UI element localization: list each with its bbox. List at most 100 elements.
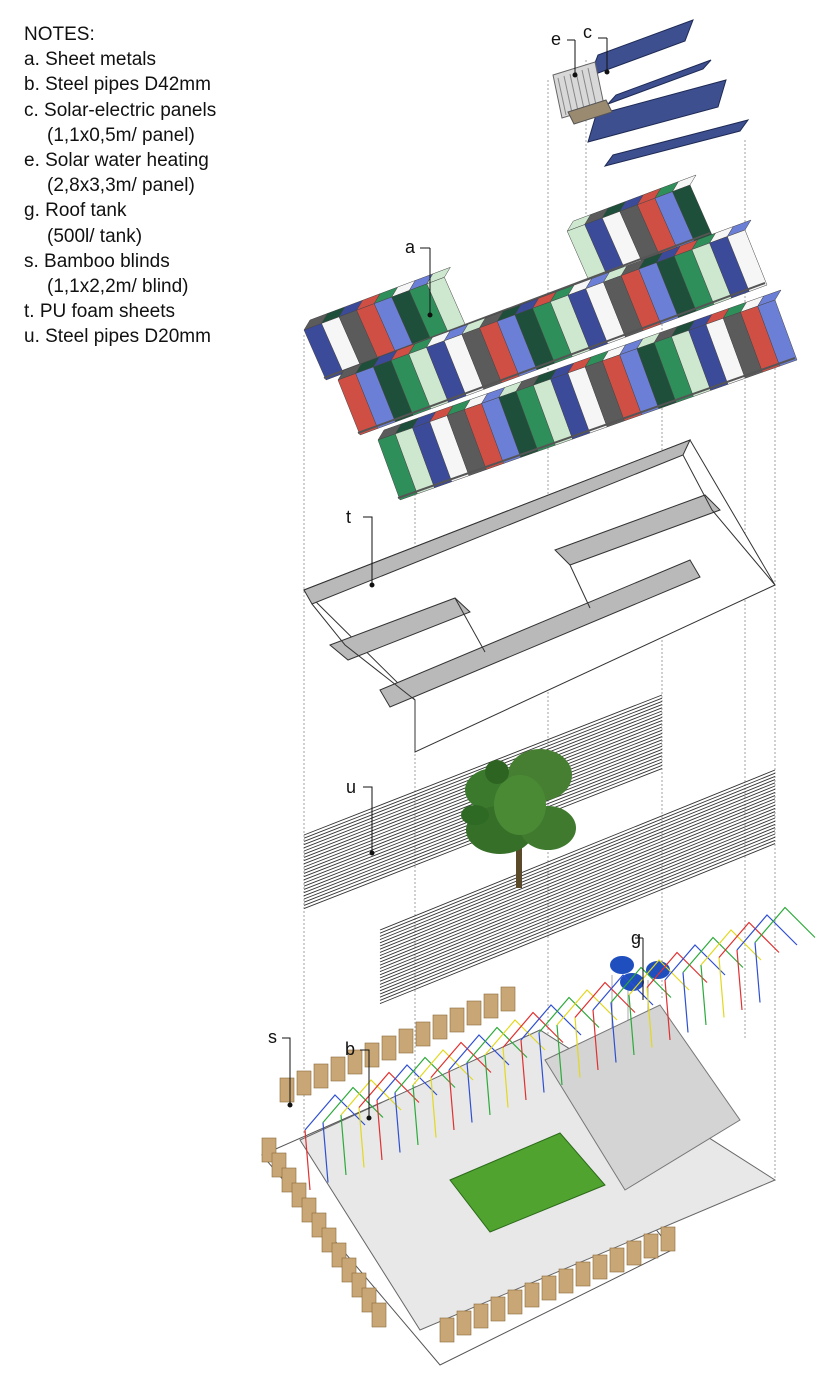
- bamboo-blind: [660, 1226, 676, 1252]
- bamboo-blind: [432, 1014, 448, 1040]
- note-g: g. Roof tank: [24, 200, 127, 222]
- bamboo-blind: [466, 1000, 482, 1026]
- frame-truss: [574, 981, 636, 1018]
- bamboo-blind: [541, 1275, 557, 1301]
- callout-label-s: s: [268, 1027, 277, 1047]
- frame-column: [538, 1032, 545, 1093]
- callout-label-b: b: [345, 1039, 355, 1059]
- bamboo-blind: [456, 1310, 472, 1336]
- roof-sheet: [757, 299, 798, 367]
- frame-column: [304, 1129, 311, 1191]
- frame-truss: [466, 1026, 528, 1063]
- frame-column: [412, 1084, 419, 1146]
- bamboo-blind: [507, 1289, 523, 1315]
- callout-label-t: t: [346, 507, 351, 527]
- bamboo-blind: [398, 1028, 414, 1054]
- batten-pipe: [379, 788, 776, 950]
- frame-truss: [682, 936, 744, 973]
- solar-panel: [607, 59, 712, 105]
- batten-pipe: [379, 801, 776, 963]
- frame-column: [376, 1099, 383, 1161]
- frame-column: [466, 1062, 473, 1123]
- solar-panel: [603, 119, 750, 167]
- roof-gutter: [357, 282, 766, 434]
- frame-column: [358, 1107, 365, 1168]
- bamboo-blind: [524, 1282, 540, 1308]
- bamboo-blind: [296, 1070, 312, 1096]
- batten-pipe: [379, 817, 776, 979]
- frame-truss: [538, 996, 600, 1033]
- batten-pipe: [379, 843, 776, 1005]
- note-s-size: (1,1x2,2m/ blind): [47, 276, 189, 298]
- frame-truss: [556, 989, 618, 1026]
- note-c: c. Solar-electric panels: [24, 99, 217, 121]
- batten-pipe: [379, 798, 776, 960]
- batten-pipe: [379, 769, 776, 931]
- bamboo-blind: [483, 993, 499, 1019]
- batten-pipe: [379, 814, 776, 976]
- bamboo-blind: [473, 1303, 489, 1329]
- bamboo-blind: [330, 1056, 346, 1082]
- callout-label-e: e: [551, 29, 561, 49]
- frame-column: [736, 949, 743, 1011]
- bamboo-blind: [500, 986, 516, 1012]
- frame-column: [700, 964, 707, 1026]
- frame-truss: [754, 906, 816, 943]
- batten-pipe: [379, 823, 776, 985]
- batten-pipe: [379, 791, 776, 953]
- note-s: s. Bamboo blinds: [24, 250, 170, 272]
- frame-truss: [718, 921, 780, 958]
- frame-column: [556, 1024, 563, 1086]
- sheet-metal-roof: [303, 174, 798, 501]
- frame-truss: [376, 1064, 438, 1101]
- frame-truss: [340, 1079, 402, 1116]
- pu-foam-layer: [303, 439, 776, 753]
- bamboo-blind: [449, 1007, 465, 1033]
- frame-truss: [736, 914, 798, 951]
- bamboo-blind: [364, 1042, 380, 1068]
- frame-truss: [520, 1004, 582, 1041]
- frame-column: [592, 1009, 599, 1071]
- courtyard-tree: [461, 749, 576, 888]
- batten-pipe: [379, 811, 776, 973]
- solar-panel: [587, 79, 727, 143]
- frame-truss: [412, 1049, 474, 1086]
- batten-pipe: [379, 820, 776, 982]
- frame-truss: [502, 1011, 564, 1048]
- frame-truss: [700, 929, 762, 966]
- callout-label-g: g: [631, 928, 641, 948]
- frame-column: [322, 1122, 329, 1183]
- solar-panel: [589, 19, 694, 77]
- notes-panel: NOTES: a. Sheet metals b. Steel pipes D4…: [24, 22, 216, 350]
- batten-pipe: [379, 782, 776, 944]
- frame-truss: [628, 959, 690, 996]
- bamboo-blind: [626, 1240, 642, 1266]
- frame-column: [394, 1092, 401, 1153]
- batten-pipe: [379, 795, 776, 957]
- frame-column: [628, 994, 635, 1056]
- batten-pipe: [379, 785, 776, 947]
- frame-column: [610, 1002, 617, 1063]
- batten-pipe: [379, 807, 776, 969]
- batten-pipe: [379, 772, 776, 934]
- bamboo-blind: [609, 1247, 625, 1273]
- bamboo-blind: [415, 1021, 431, 1047]
- bamboo-blind: [592, 1254, 608, 1280]
- frame-column: [682, 972, 689, 1033]
- frame-truss: [394, 1056, 456, 1093]
- roof-sheet: [726, 229, 768, 292]
- frame-column: [646, 987, 653, 1048]
- frame-truss: [430, 1041, 492, 1078]
- callout-label-u: u: [346, 777, 356, 797]
- callout-label-a: a: [405, 237, 416, 257]
- note-e: e. Solar water heating: [24, 150, 209, 172]
- batten-pipe: [379, 775, 776, 937]
- bamboo-blind: [347, 1049, 363, 1075]
- note-g-size: (500l/ tank): [47, 225, 143, 247]
- bamboo-blind: [381, 1035, 397, 1061]
- frame-column: [754, 942, 761, 1003]
- frame-truss: [646, 951, 708, 988]
- batten-pipe: [379, 830, 776, 992]
- bamboo-blind: [643, 1233, 659, 1259]
